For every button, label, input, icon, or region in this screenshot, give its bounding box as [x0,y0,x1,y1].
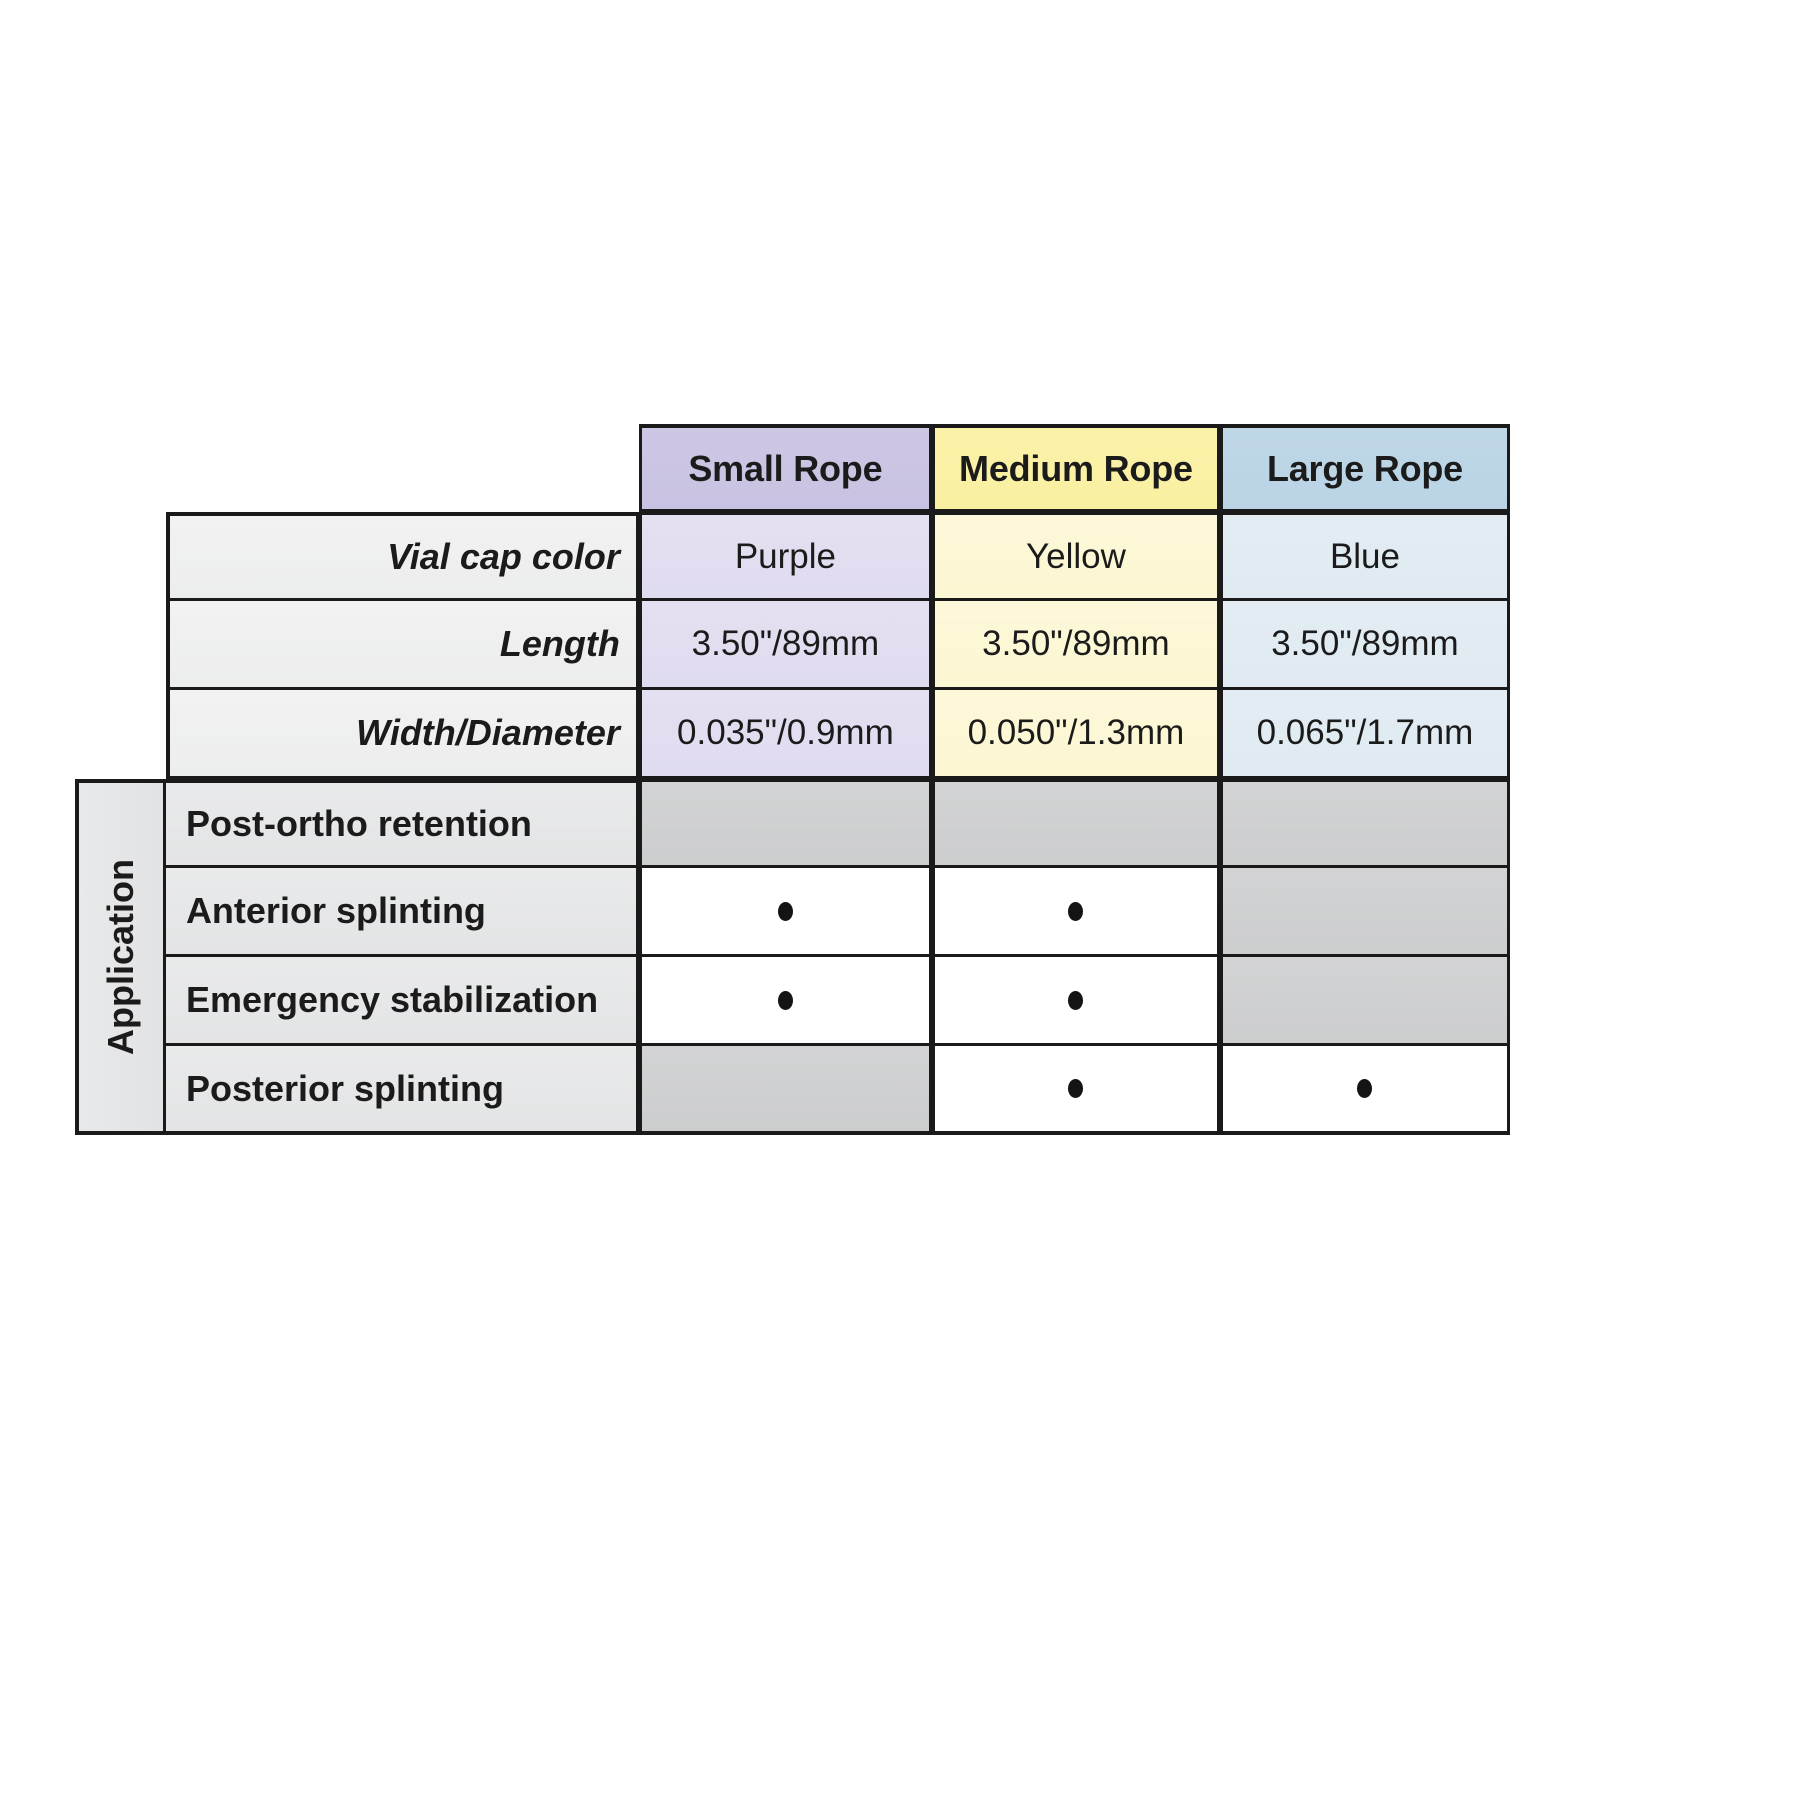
application-row-label-cell: Post-ortho retention [165,779,639,868]
column-header-medium-rope: Medium Rope [931,424,1220,512]
application-row-label-cell: Anterior splinting [165,868,639,957]
table-row: Application Post-ortho retention [75,779,1510,1135]
application-row-label-cell: Posterior splinting [165,1046,639,1135]
table-row: Width/Diameter 0.035"/0.9mm 0.050"/1.3mm… [75,690,1510,779]
rope-specification-table: Small Rope Medium Rope Large Rope [75,424,1510,1144]
application-cell-small [638,1046,932,1135]
spec-row-label-cell: Length [165,601,639,690]
spec-value: 3.50"/89mm [1271,624,1459,663]
application-cell-medium [931,779,1220,868]
application-cell-small [638,868,932,957]
application-row-label-cell: Emergency stabilization [165,957,639,1046]
table-row: Anterior splinting [75,868,1510,957]
spec-value: Yellow [1025,536,1126,576]
spec-value-large: 0.065"/1.7mm [1219,690,1510,779]
spec-row-label: Vial cap color [387,536,620,577]
column-header-label: Small Rope [688,447,883,489]
application-row-label: Anterior splinting [185,890,486,931]
application-row-label: Post-ortho retention [185,803,532,844]
spec-row-label-cell: Vial cap color [165,512,639,601]
column-header-large-rope: Large Rope [1219,424,1510,512]
table-row: Emergency stabilization [75,957,1510,1046]
application-row-label: Posterior splinting [185,1067,504,1109]
header-spine-spacer [75,424,166,512]
spec-value-large: 3.50"/89mm [1219,601,1510,690]
spec-spine-spacer [75,512,166,601]
application-cell-large [1219,957,1510,1046]
spec-value-medium: Yellow [931,512,1220,601]
table-row: Length 3.50"/89mm 3.50"/89mm 3.50"/89mm [75,601,1510,690]
application-cell-large [1219,1046,1510,1135]
spec-spine-spacer [75,601,166,690]
application-cell-small [638,957,932,1046]
spec-value-medium: 0.050"/1.3mm [931,690,1220,779]
spec-row-label: Length [499,623,620,664]
column-header-label: Large Rope [1266,447,1463,489]
table-row: Vial cap color Purple Yellow Blue [75,512,1510,601]
spec-value: 0.035"/0.9mm [677,713,894,752]
spec-value-large: Blue [1219,512,1510,601]
spec-row-label: Width/Diameter [356,712,620,753]
availability-dot-icon [1068,990,1084,1010]
header-label-spacer [165,424,639,512]
application-group-label: Application [99,859,141,1055]
application-cell-medium [931,1046,1220,1135]
spec-value: Purple [734,536,836,576]
table-header-row: Small Rope Medium Rope Large Rope [75,424,1510,512]
availability-dot-icon [1357,1079,1373,1098]
spec-value: Blue [1329,536,1400,576]
spec-row-label-cell: Width/Diameter [165,690,639,779]
spec-value: 3.50"/89mm [982,624,1170,663]
spec-value-small: Purple [638,512,932,601]
spec-value: 3.50"/89mm [691,624,880,663]
application-group-spine: Application [75,779,166,1135]
availability-dot-icon [777,990,793,1010]
spec-value-small: 0.035"/0.9mm [638,690,932,779]
spec-value-small: 3.50"/89mm [638,601,932,690]
table-row: Posterior splinting [75,1046,1510,1135]
spec-value: 0.050"/1.3mm [967,713,1185,752]
spec-value: 0.065"/1.7mm [1256,713,1474,752]
availability-dot-icon [1068,1079,1084,1098]
application-cell-large [1219,779,1510,868]
column-header-label: Medium Rope [959,447,1193,489]
spec-value-medium: 3.50"/89mm [931,601,1220,690]
spec-spine-spacer [75,690,166,779]
application-cell-large [1219,868,1510,957]
availability-dot-icon [777,901,793,921]
application-cell-small [638,779,932,868]
application-cell-medium [931,868,1220,957]
spec-table: Small Rope Medium Rope Large Rope [75,424,1510,1135]
availability-dot-icon [1068,901,1084,921]
application-cell-medium [931,957,1220,1046]
application-row-label: Emergency stabilization [185,979,599,1020]
column-header-small-rope: Small Rope [638,424,932,512]
